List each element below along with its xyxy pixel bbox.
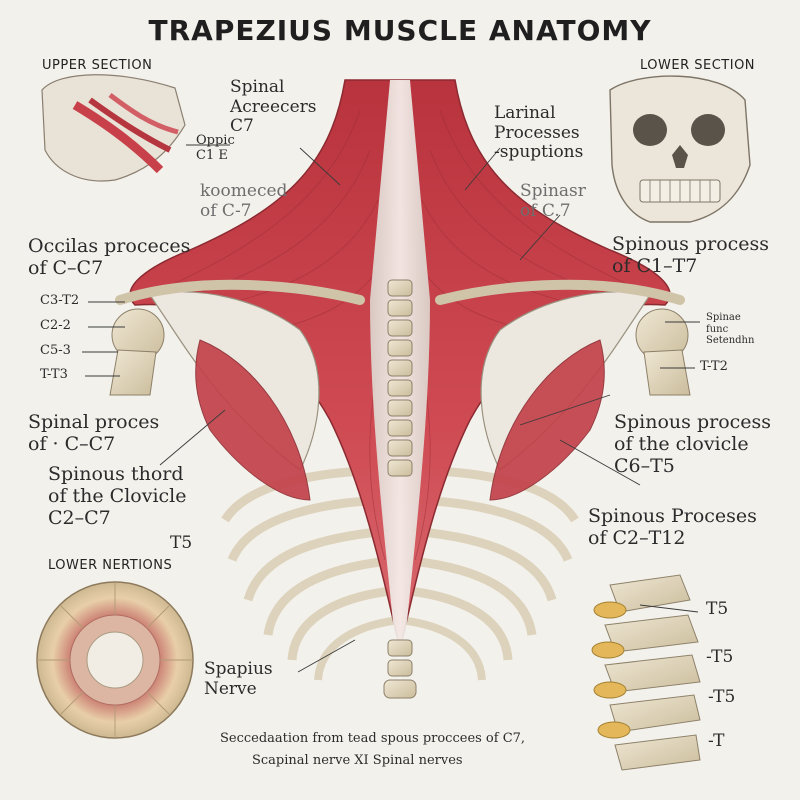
label-t5-b: -T5 xyxy=(706,647,734,667)
skull-sketch-icon xyxy=(609,75,751,223)
left-humerus xyxy=(109,308,165,396)
spinal-column xyxy=(383,279,417,699)
label-spinasr: Spinasr of C.7 xyxy=(520,181,586,221)
label-spinous-thord: Spinous thord of the Clovicle C2–C7 xyxy=(48,463,187,529)
right-humerus xyxy=(635,308,691,396)
label-t-last: -T xyxy=(708,731,725,751)
label-occilas: Occilas proceces of C–C7 xyxy=(28,235,191,279)
label-t5-c: -T5 xyxy=(708,687,736,707)
vertebra-cross-section-icon xyxy=(36,581,194,739)
label-t5-a: T5 xyxy=(706,599,729,619)
label-c3t2: C3-T2 xyxy=(40,293,80,308)
label-koomeced: koomeced of C-7 xyxy=(200,181,288,221)
left-lower-muscle xyxy=(195,339,311,501)
label-spinous-c1t7: Spinous process of C1–T7 xyxy=(612,233,770,277)
head-neck-sketch-icon xyxy=(41,74,186,182)
label-spinal-proces-left: Spinal proces of · C–C7 xyxy=(28,411,160,455)
section-upper: UPPER SECTION xyxy=(42,58,153,73)
left-clavicle xyxy=(115,279,365,305)
label-spapius-nerve: Spapius Nerve xyxy=(204,659,273,699)
section-lower-top: LOWER SECTION xyxy=(640,58,756,73)
label-larinal: Larinal Processes -spuptions xyxy=(494,103,584,163)
footer-line-1: Seccedaation from tead spous proccees of… xyxy=(220,731,526,746)
label-oppic: Oppic C1 E xyxy=(196,133,235,163)
section-lower-bottom: LOWER NERTIONS xyxy=(48,558,173,573)
label-c53: C5-3 xyxy=(40,343,71,358)
vertebral-column-sketch-icon xyxy=(591,574,701,771)
leader-lines xyxy=(82,144,700,673)
right-lower-muscle xyxy=(489,339,605,501)
label-spinae-small: Spinae func Setendhn xyxy=(706,312,755,346)
label-spinous-clovicle: Spinous process of the clovicle C6–T5 xyxy=(614,411,772,477)
label-c22: C2-2 xyxy=(40,318,71,333)
label-t73: T-T3 xyxy=(40,367,68,382)
footer-line-2: Scapinal nerve XI Spinal nerves xyxy=(252,753,463,768)
page-title: TRAPEZIUS MUSCLE ANATOMY xyxy=(148,14,652,47)
label-spinous-c2t12: Spinous Proceses of C2–T12 xyxy=(588,505,757,549)
label-t5-left: T5 xyxy=(170,533,193,553)
label-tt2: T-T2 xyxy=(700,359,728,374)
right-clavicle xyxy=(435,279,685,305)
label-spinal-acreecers: Spinal Acreecers C7 xyxy=(230,77,317,137)
